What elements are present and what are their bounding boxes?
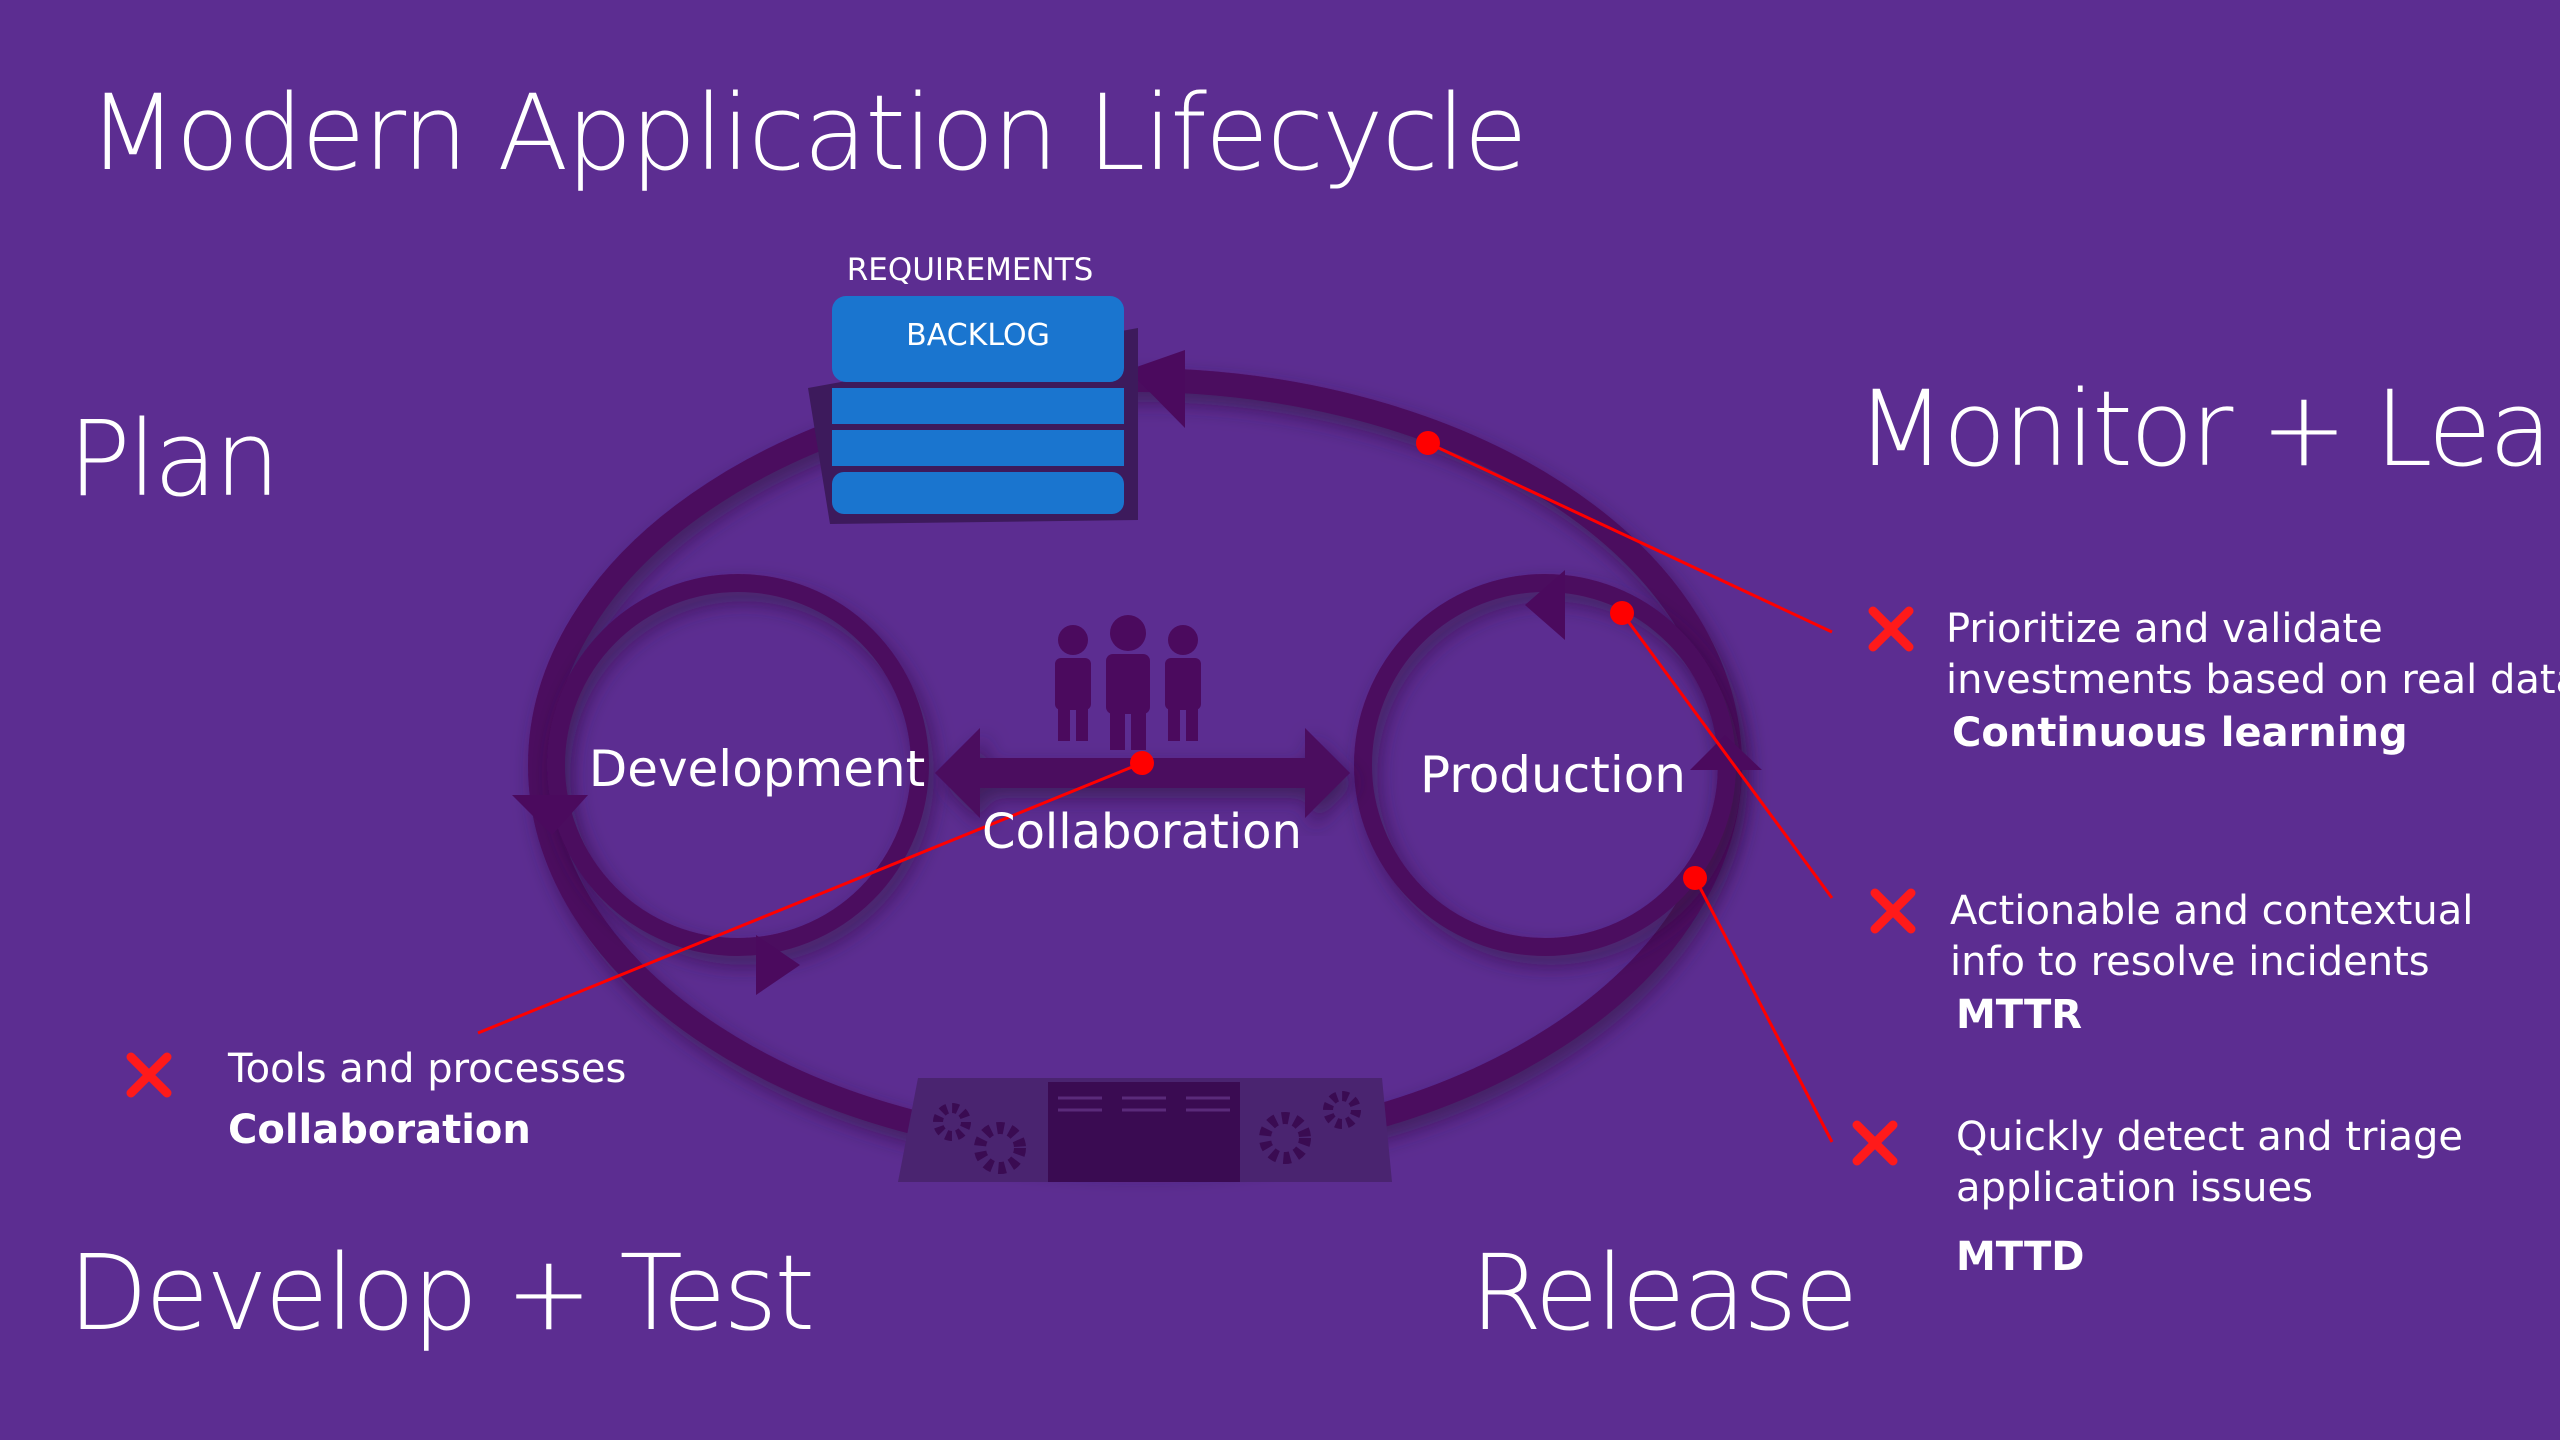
callout-line-mttr xyxy=(1620,612,1834,899)
production-label: Production xyxy=(1420,746,1686,804)
callout-dot-mttd xyxy=(1683,866,1707,890)
note-text-line: Prioritize and validate xyxy=(1946,606,2383,652)
backlog-label: BACKLOG xyxy=(906,318,1050,353)
backlog-stack xyxy=(808,296,1138,524)
note-text-line: info to resolve incidents xyxy=(1950,939,2430,985)
note-text-line: application issues xyxy=(1956,1165,2313,1211)
note-text-line: Tools and processes xyxy=(228,1046,627,1092)
x-icon xyxy=(1852,1120,1898,1166)
note-text-line: Quickly detect and triage xyxy=(1956,1114,2464,1160)
note-metric: Collaboration xyxy=(228,1107,531,1153)
callout-lines xyxy=(477,441,1834,1143)
callout-dots xyxy=(1130,431,1707,890)
note-metric: MTTD xyxy=(1956,1234,2085,1280)
note-text-line: investments based on real data xyxy=(1946,657,2560,703)
arrowhead-production xyxy=(1525,570,1565,640)
phase-plan: Plan xyxy=(68,398,280,520)
note-mttd: Quickly detect and triage application is… xyxy=(1956,1112,2463,1283)
x-icon xyxy=(126,1052,172,1098)
callout-line-collaboration xyxy=(477,761,1143,1035)
development-label: Development xyxy=(589,740,926,798)
note-metric: MTTR xyxy=(1956,992,2083,1038)
phase-develop-test: Develop + Test xyxy=(68,1232,815,1354)
server-rack-icon xyxy=(898,1078,1392,1182)
x-icon xyxy=(1870,888,1916,934)
people-icon xyxy=(1055,615,1201,750)
note-metric: Continuous learning xyxy=(1952,710,2408,756)
phase-release: Release xyxy=(1470,1232,1858,1354)
note-continuous-learning: Prioritize and validate investments base… xyxy=(1946,604,2560,759)
note-collaboration: Tools and processes Collaboration xyxy=(228,1044,626,1156)
collaboration-arrow xyxy=(935,728,1350,818)
development-loop xyxy=(547,574,929,956)
arrowhead-outer-left xyxy=(512,795,588,835)
callout-line-mttd xyxy=(1693,877,1834,1143)
callout-dot-learning xyxy=(1416,431,1440,455)
phase-monitor-learn: Monitor + Learn xyxy=(1856,368,2560,490)
slide-title: Modern Application Lifecycle xyxy=(88,72,1528,194)
collaboration-label: Collaboration xyxy=(982,804,1302,860)
callout-line-learning xyxy=(1427,441,1833,634)
arrowhead-development xyxy=(756,935,800,995)
callout-dot-collaboration xyxy=(1130,751,1154,775)
requirements-label: REQUIREMENTS xyxy=(847,252,1094,288)
x-icon xyxy=(1868,606,1914,652)
note-mttr: Actionable and contextual info to resolv… xyxy=(1950,886,2473,1041)
note-text-line: Actionable and contextual xyxy=(1950,888,2474,934)
callout-dot-mttr xyxy=(1610,601,1634,625)
arrowhead-outer-top xyxy=(1128,350,1185,428)
